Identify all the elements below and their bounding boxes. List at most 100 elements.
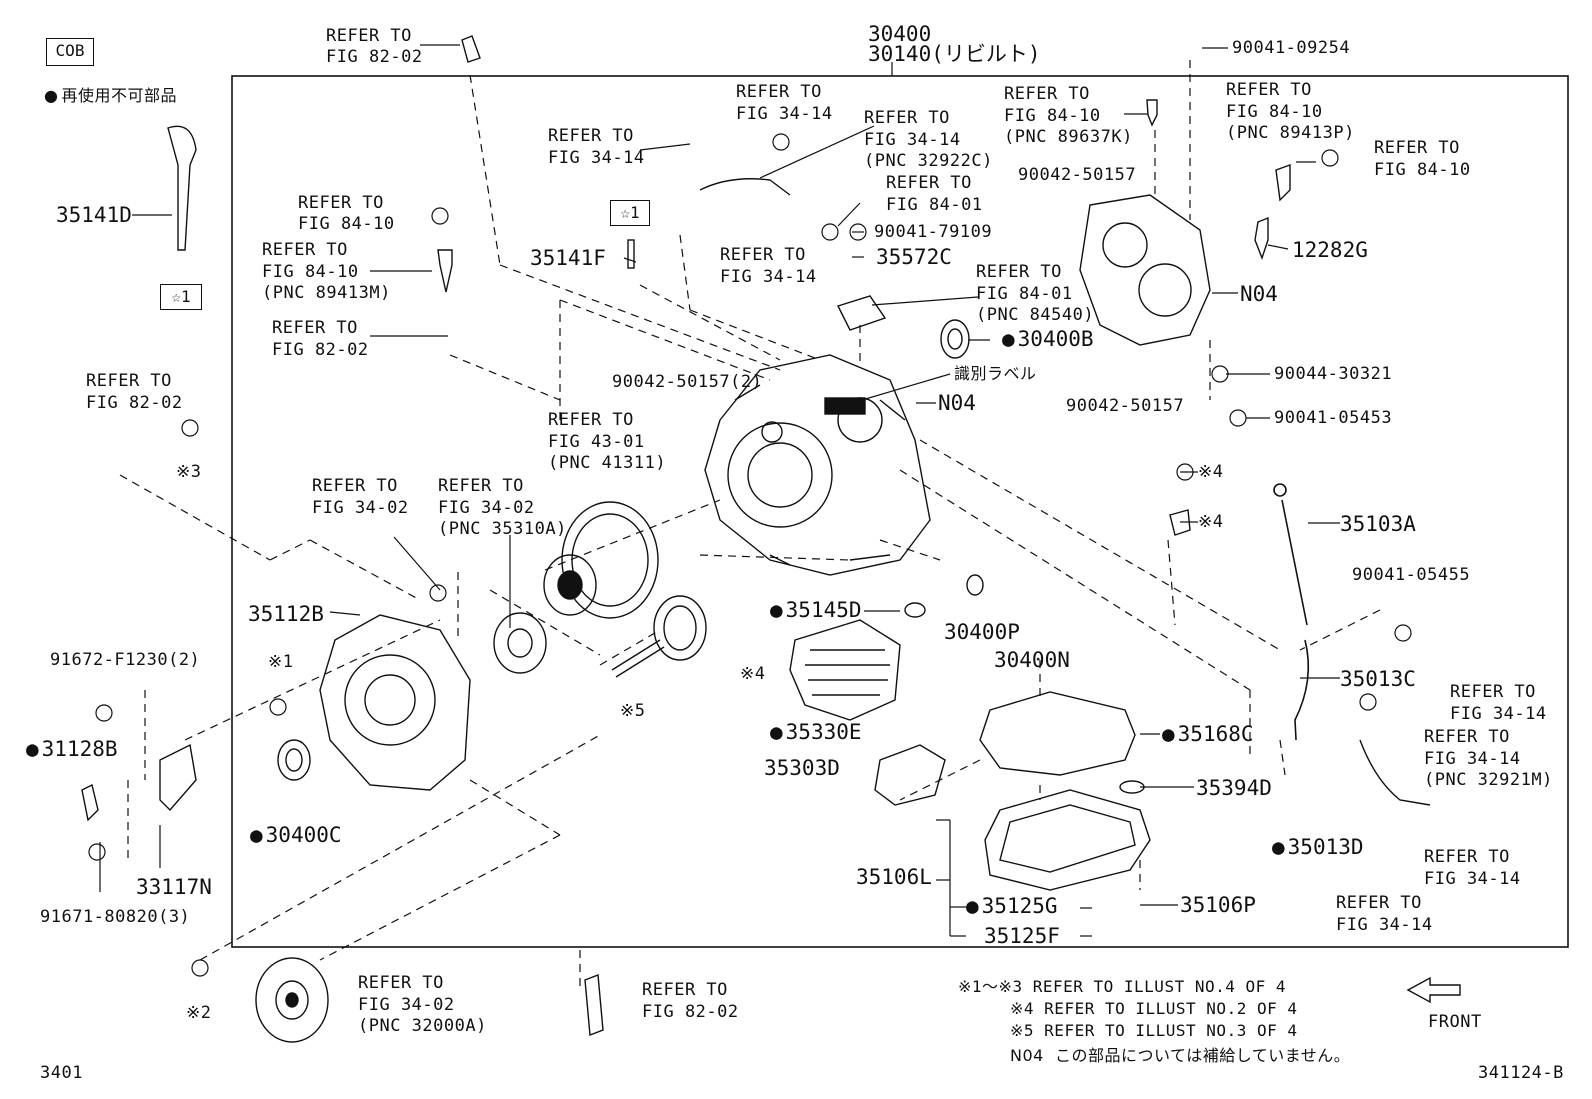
fig-84-10-label: FIG 84-10 xyxy=(262,262,359,282)
part-12282g: 12282G xyxy=(1292,238,1368,262)
oil-seal-30400c xyxy=(277,739,311,781)
fig-34-14-label: FIG 34-14 xyxy=(720,267,817,287)
refer-to-label: REFER TO xyxy=(272,318,358,338)
fig-34-02-label: FIG 34-02 xyxy=(358,995,455,1015)
refer-to-label: REFER TO xyxy=(548,410,634,430)
shift-sensor-84540 xyxy=(837,295,887,331)
front-label: FRONT xyxy=(1428,1012,1482,1032)
part-35572c: 35572C xyxy=(876,245,952,269)
sensors-and-brackets xyxy=(81,35,1291,1036)
part-35303d: 35303D xyxy=(764,756,840,780)
refer-to-label: REFER TO xyxy=(358,973,444,993)
part-35394d: 35394D xyxy=(1196,776,1272,800)
pnc-32921m-label: (PNC 32921M) xyxy=(1424,770,1553,790)
fig-34-14-label: FIG 34-14 xyxy=(736,104,833,124)
bracket-82-02-top xyxy=(461,35,481,63)
ref-circle-markers xyxy=(88,133,1412,977)
refer-to-label: REFER TO xyxy=(298,193,384,213)
fig-84-01-label: FIG 84-01 xyxy=(976,284,1073,304)
harness-35141d xyxy=(167,125,197,251)
clutch-drum xyxy=(611,595,707,678)
part-35013c: 35013C xyxy=(1340,667,1416,691)
pnc-89413m-label: (PNC 89413M) xyxy=(262,283,391,303)
part-90042-50157-top: 90042-50157 xyxy=(1018,165,1137,185)
oil-pump xyxy=(493,612,547,674)
fig-84-10-label: FIG 84-10 xyxy=(1226,102,1323,122)
transaxle-case-n04 xyxy=(704,354,931,576)
mark-3: ※3 xyxy=(176,462,202,482)
note-line-2: ※4 REFER TO ILLUST NO.2 OF 4 xyxy=(1010,999,1298,1018)
star1-box-left: ☆1 xyxy=(160,284,202,310)
part-35168c: 35168C xyxy=(1162,722,1254,746)
bracket-31128b xyxy=(81,783,99,822)
refer-to-label: REFER TO xyxy=(1374,138,1460,158)
plug-30400p xyxy=(966,574,984,596)
fig-84-10-label: FIG 84-10 xyxy=(1374,160,1471,180)
part-35330e: 35330E xyxy=(770,720,862,744)
refer-to-label: REFER TO xyxy=(1424,727,1510,747)
refer-to-label: REFER TO xyxy=(1004,84,1090,104)
refer-to-label: REFER TO xyxy=(262,240,348,260)
sensor-89637k xyxy=(1146,99,1158,127)
refer-to-label: REFER TO xyxy=(312,476,398,496)
fig-84-10-label: FIG 84-10 xyxy=(1004,106,1101,126)
washer-35394d xyxy=(1119,780,1145,794)
part-30400n: 30400N xyxy=(994,648,1070,672)
front-arrow xyxy=(1406,976,1461,1004)
assembly-number-30400: 30400 xyxy=(868,22,932,46)
refer-to-label: REFER TO xyxy=(1424,847,1510,867)
refer-to-label: REFER TO xyxy=(1226,80,1312,100)
part-91672-f1230: 91672-F1230(2) xyxy=(50,650,201,670)
fig-34-14-label: FIG 34-14 xyxy=(864,130,961,150)
mark-4-valve: ※4 xyxy=(740,664,766,684)
oil-cooler-pipes xyxy=(699,178,1431,806)
sensor-89413p xyxy=(1275,164,1291,202)
fig-34-14-label: FIG 34-14 xyxy=(548,148,645,168)
mark-4-lower: ※4 xyxy=(1198,512,1224,532)
part-90041-09254: 90041-09254 xyxy=(1232,38,1351,58)
fig-84-10-label: FIG 84-10 xyxy=(298,214,395,234)
part-91671-80820: 91671-80820(3) xyxy=(40,907,191,927)
pnc-84540-label: (PNC 84540) xyxy=(976,305,1095,325)
part-30400c: 30400C xyxy=(250,823,342,847)
differential-gear xyxy=(543,501,659,619)
part-30400b: 30400B xyxy=(1002,327,1094,351)
legend-non-reusable: 再使用不可部品 xyxy=(44,86,177,106)
oil-seal-30400b xyxy=(940,319,970,359)
breather-35141f xyxy=(627,239,635,269)
seals xyxy=(277,319,1145,794)
mark-1: ※1 xyxy=(268,652,294,672)
part-35106l: 35106L xyxy=(856,865,932,889)
rear-cover-n04 xyxy=(1079,194,1211,346)
part-35125f: 35125F xyxy=(984,924,1060,948)
note-line-1: ※1～※3 REFER TO ILLUST NO.4 OF 4 xyxy=(958,977,1287,996)
part-31128b: 31128B xyxy=(26,737,118,761)
part-35145d: 35145D xyxy=(770,598,862,622)
pnc-89413p-label: (PNC 89413P) xyxy=(1226,123,1355,143)
part-90042-50157-bottom: 90042-50157 xyxy=(1066,396,1185,416)
assembly-number-30140-rebuilt: 30140(リビルト) xyxy=(868,42,1041,66)
mark-4-upper: ※4 xyxy=(1198,462,1224,482)
n04-cover-label: N04 xyxy=(1240,282,1278,306)
fig-34-14-label: FIG 34-14 xyxy=(1336,915,1433,935)
part-35013d: 35013D xyxy=(1272,835,1364,859)
oil-pan xyxy=(984,789,1151,891)
fig-82-02-label: FIG 82-02 xyxy=(642,1002,739,1022)
leader-lines xyxy=(99,44,1340,937)
dipstick-and-tube xyxy=(1273,483,1310,741)
fig-82-02-label: FIG 82-02 xyxy=(326,47,423,67)
refer-to-label: REFER TO xyxy=(720,245,806,265)
part-90041-05455: 90041-05455 xyxy=(1352,565,1471,585)
refer-to-label: REFER TO xyxy=(1336,893,1422,913)
fig-34-14-label: FIG 34-14 xyxy=(1424,869,1521,889)
fig-43-01-label: FIG 43-01 xyxy=(548,432,645,452)
pnc-41311-label: (PNC 41311) xyxy=(548,453,667,473)
refer-to-label: REFER TO xyxy=(976,262,1062,282)
solenoid-35103-side xyxy=(1169,509,1191,536)
refer-to-label: REFER TO xyxy=(1450,682,1536,702)
drawing-number: 341124-B xyxy=(1478,1063,1564,1083)
pnc-32000a-label: (PNC 32000A) xyxy=(358,1016,487,1036)
pnc-89637k-label: (PNC 89637K) xyxy=(1004,127,1133,147)
pnc-32922c-label: (PNC 32922C) xyxy=(864,151,993,171)
part-35112b: 35112B xyxy=(248,602,324,626)
